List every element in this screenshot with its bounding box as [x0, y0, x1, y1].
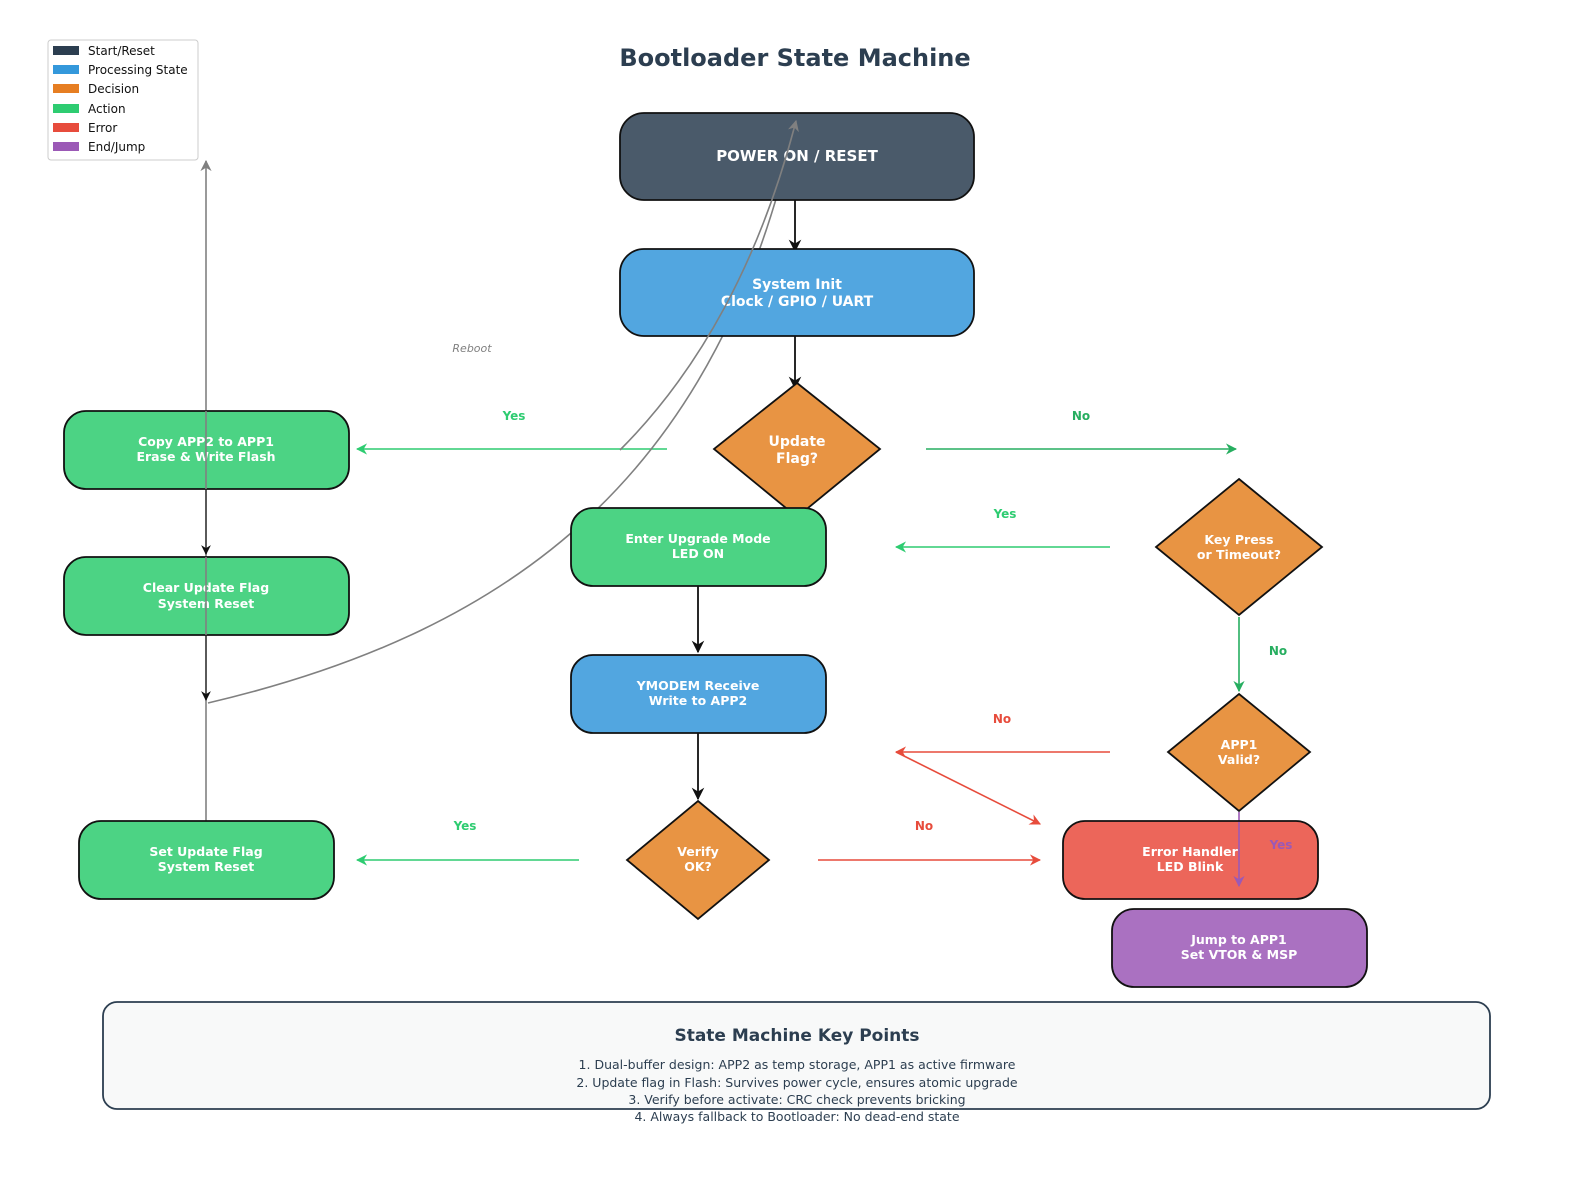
- node-verify-line2: OK?: [684, 859, 712, 874]
- legend-swatch: [53, 104, 79, 113]
- legend-label: End/Jump: [88, 140, 145, 154]
- node-ymodem: YMODEM Receive Write to APP2: [570, 654, 827, 734]
- legend-swatch: [53, 123, 79, 132]
- legend-item-start: Start/Reset: [53, 44, 155, 58]
- legend-label: Action: [88, 102, 126, 116]
- key-points-box: State Machine Key Points 1. Dual-buffer …: [102, 1001, 1491, 1124]
- legend-label: Decision: [88, 82, 139, 96]
- node-error-handler-line1: Error Handler: [1142, 844, 1238, 859]
- edge-label-key-yes: Yes: [993, 507, 1017, 521]
- edge-label-update-yes: Yes: [502, 409, 526, 423]
- legend-swatch: [53, 142, 79, 151]
- legend-item-decision: Decision: [53, 82, 139, 96]
- node-app1-valid-line2: Valid?: [1218, 752, 1260, 767]
- legend-item-error: Error: [53, 121, 117, 135]
- node-update-flag-line2: Flag?: [776, 451, 818, 467]
- node-key-press-line1: Key Press: [1204, 532, 1273, 547]
- node-set-flag-line1: Set Update Flag: [149, 844, 262, 859]
- legend-swatch: [53, 84, 79, 93]
- node-set-flag: Set Update Flag System Reset: [78, 820, 335, 900]
- key-point-line: 3. Verify before activate: CRC check pre…: [628, 1092, 965, 1107]
- legend-item-action: Action: [53, 102, 126, 116]
- key-point-line: 4. Always fallback to Bootloader: No dea…: [634, 1109, 959, 1124]
- node-enter-upgrade-line1: Enter Upgrade Mode: [625, 531, 770, 546]
- legend-swatch: [53, 65, 79, 74]
- node-error-handler-line2: LED Blink: [1157, 859, 1224, 874]
- node-system-init-line1: System Init: [752, 277, 842, 293]
- node-app1-valid: APP1 Valid?: [1166, 692, 1312, 813]
- edge-label-key-no: No: [1269, 644, 1287, 658]
- node-enter-upgrade-line2: LED ON: [672, 546, 724, 561]
- legend-item-processing: Processing State: [53, 63, 188, 77]
- node-app1-valid-line1: APP1: [1221, 737, 1258, 752]
- node-system-init-line2: Clock / GPIO / UART: [721, 294, 874, 310]
- node-verify-line1: Verify: [677, 844, 719, 859]
- node-power-on: POWER ON / RESET: [619, 112, 975, 201]
- key-point-line: 1. Dual-buffer design: APP2 as temp stor…: [579, 1057, 1016, 1072]
- node-key-press: Key Press or Timeout?: [1154, 477, 1324, 617]
- edge-label-app1-yes: Yes: [1269, 838, 1293, 852]
- node-verify: Verify OK?: [625, 799, 771, 921]
- node-set-flag-line2: System Reset: [158, 859, 254, 874]
- legend-label: Processing State: [88, 63, 188, 77]
- edge-reboot-curve-overlay: [619, 119, 799, 451]
- node-key-press-line2: or Timeout?: [1197, 547, 1281, 562]
- node-update-flag: Update Flag?: [712, 381, 882, 519]
- key-points-title: State Machine Key Points: [674, 1026, 919, 1046]
- node-jump-app1-line2: Set VTOR & MSP: [1181, 947, 1297, 962]
- node-ymodem-line2: Write to APP2: [649, 693, 747, 708]
- node-enter-upgrade: Enter Upgrade Mode LED ON: [570, 507, 827, 587]
- legend: Start/Reset Processing State Decision Ac…: [47, 39, 199, 161]
- node-update-flag-line1: Update: [768, 434, 825, 450]
- node-error-handler: Error Handler LED Blink: [1062, 820, 1319, 900]
- diagram-title: Bootloader State Machine: [619, 44, 970, 72]
- node-system-init: System Init Clock / GPIO / UART: [619, 248, 975, 337]
- legend-label: Start/Reset: [88, 44, 155, 58]
- legend-label: Error: [88, 121, 117, 135]
- legend-item-end: End/Jump: [53, 140, 145, 154]
- edge-label-verify-no: No: [915, 819, 933, 833]
- node-ymodem-line1: YMODEM Receive: [636, 678, 760, 693]
- legend-frame: [47, 39, 199, 161]
- node-jump-app1-line1: Jump to APP1: [1190, 932, 1286, 947]
- legend-swatch: [53, 46, 79, 55]
- key-point-line: 2. Update flag in Flash: Survives power …: [576, 1075, 1018, 1090]
- node-jump-app1: Jump to APP1 Set VTOR & MSP: [1111, 908, 1368, 988]
- edge-app1-no-to-error: [895, 751, 1042, 825]
- edge-label-reboot: Reboot: [452, 342, 492, 355]
- node-power-on-label: POWER ON / RESET: [716, 147, 878, 165]
- edge-label-app1-no: No: [993, 712, 1011, 726]
- edge-label-verify-yes: Yes: [453, 819, 477, 833]
- edge-label-update-no: No: [1072, 409, 1090, 423]
